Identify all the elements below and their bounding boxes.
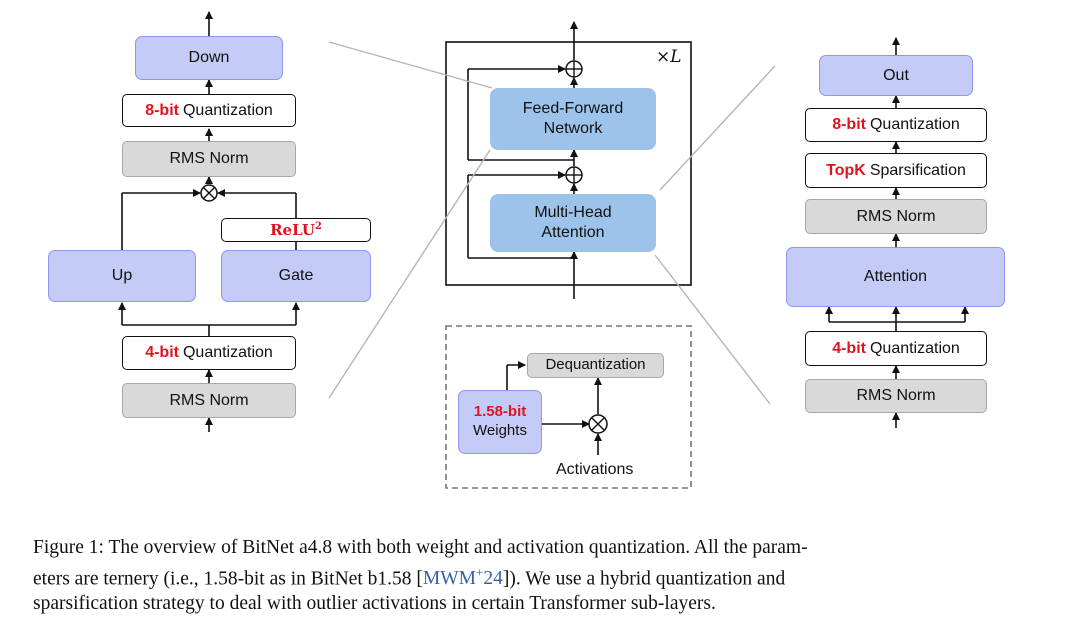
left-4bit-label: 4-bit (145, 344, 179, 361)
gate-label: Gate (278, 267, 314, 284)
ffn-line1: Feed-Forward (522, 100, 624, 117)
left-8bit-quantization-box: 8-bit Quantization (122, 94, 296, 127)
mha-line1: Multi-Head (534, 204, 612, 221)
down-box: Down (135, 36, 283, 80)
gate-box: Gate (221, 250, 371, 302)
bitnet-diagram: Down 8-bit Quantization RMS Norm ReLU2 U… (48, 11, 1005, 489)
right-4bit-label: 4-bit (832, 339, 866, 357)
weights-bits-label: 1.58-bit (473, 403, 527, 421)
left-4bit-quantization-box: 4-bit Quantization (122, 336, 296, 370)
right-quantization-top-label: Quantization (869, 116, 960, 133)
attention-label: Attention (863, 268, 928, 285)
caption-line-2-start: eters are ternery (i.e., 1.58-bit as in … (33, 568, 423, 589)
right-quantization-bottom-label: Quantization (869, 339, 960, 357)
out-label: Out (883, 66, 909, 84)
figure-caption: Figure 1: The overview of BitNet a4.8 wi… (33, 536, 1043, 616)
weights-label: Weights (473, 422, 527, 439)
right-8bit-quantization-box: 8-bit Quantization (805, 108, 987, 142)
citation-link[interactable]: MWM+24 (422, 564, 503, 590)
feed-forward-network-box: Feed-Forward Network (490, 88, 656, 150)
left-quantization-bottom-label: Quantization (182, 344, 273, 361)
citation-authors: MWM (422, 568, 476, 589)
left-8bit-label: 8-bit (145, 101, 179, 119)
rms-norm-label: RMS Norm (856, 207, 936, 225)
multi-head-attention-box: Multi-Head Attention (490, 194, 656, 252)
sparsification-label: Sparsification (869, 161, 966, 179)
rms-norm-label: RMS Norm (169, 150, 249, 167)
topk-sparsification-box: TopK Sparsification (805, 153, 987, 188)
relu-squared-box: ReLU2 (221, 218, 371, 242)
caption-line-1: Figure 1: The overview of BitNet a4.8 wi… (33, 537, 808, 558)
repeat-times-l-label: ×L (656, 47, 682, 67)
left-quantization-top-label: Quantization (182, 101, 273, 119)
right-rms-norm-top: RMS Norm (805, 199, 987, 234)
caption-line-2-end: ]). We use a hybrid quantization and (502, 568, 786, 589)
relu-exponent: 2 (314, 220, 322, 232)
down-label: Down (188, 49, 230, 66)
rms-norm-label: RMS Norm (169, 391, 249, 409)
attention-box: Attention (786, 247, 1005, 307)
ffn-line2: Network (543, 120, 603, 137)
activations-label: Activations (556, 461, 634, 478)
up-box: Up (48, 250, 196, 302)
topk-label: TopK (826, 161, 866, 179)
caption-line-3: sparsification strategy to deal with out… (33, 592, 716, 614)
connector-lines (118, 11, 969, 489)
out-box: Out (819, 55, 973, 96)
rms-norm-label: RMS Norm (856, 387, 936, 404)
dequantization-box: Dequantization (527, 353, 664, 378)
right-8bit-label: 8-bit (832, 116, 866, 133)
left-rms-norm-bottom: RMS Norm (122, 383, 296, 418)
relu-squared-label: ReLU2 (270, 221, 322, 240)
mha-line2: Attention (541, 224, 605, 241)
caption-line-2: eters are ternery (i.e., 1.58-bit as in … (33, 561, 1043, 592)
citation-plus: + (475, 564, 484, 580)
right-4bit-quantization-box: 4-bit Quantization (805, 331, 987, 366)
dequantization-label: Dequantization (545, 356, 646, 374)
weights-box: 1.58-bit Weights (458, 390, 542, 454)
up-label: Up (111, 267, 133, 284)
right-rms-norm-bottom: RMS Norm (805, 379, 987, 413)
citation-year: 24 (483, 568, 503, 589)
relu-text: ReLU (270, 220, 315, 239)
left-rms-norm-top: RMS Norm (122, 141, 296, 177)
